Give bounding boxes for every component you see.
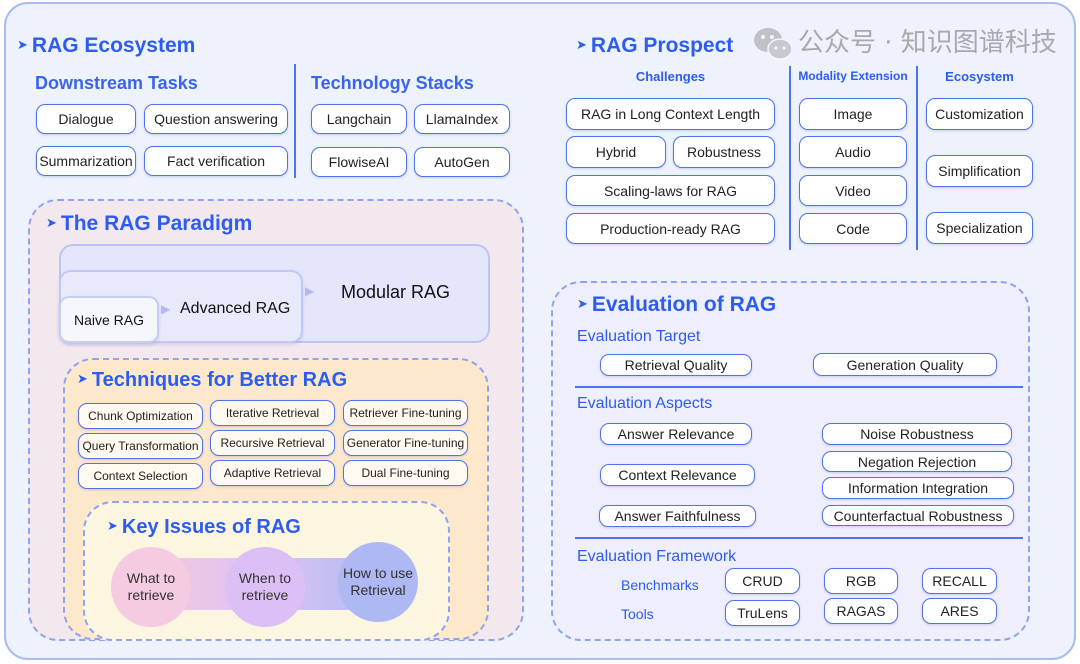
divider (916, 66, 918, 250)
challenge-box: RAG in Long Context Length (566, 98, 775, 130)
benchmark-box: RECALL (922, 568, 997, 594)
modality-box: Code (799, 213, 907, 244)
double-chevron-icon: ➤ (107, 518, 118, 534)
evaluation-title-text: Evaluation of RAG (591, 293, 777, 316)
tool-box: ARES (922, 598, 997, 624)
challenge-box: Scaling-laws for RAG (566, 175, 775, 206)
benchmarks-label: Benchmarks (621, 577, 699, 593)
target-box: Generation Quality (813, 353, 997, 376)
ecosystem-title: ➤RAG Ecosystem (17, 35, 195, 56)
benchmark-box: RGB (824, 568, 898, 594)
challenge-box: Hybrid (566, 136, 666, 168)
tool-box: TruLens (725, 600, 800, 626)
ecosystem-box: Simplification (926, 155, 1033, 187)
aspect-box: Noise Robustness (822, 423, 1012, 445)
modular-rag-label: Modular RAG (341, 282, 451, 302)
stack-box: FlowiseAI (311, 147, 407, 177)
aspect-box: Negation Rejection (822, 451, 1012, 472)
stack-box: AutoGen (414, 147, 510, 177)
paradigm-title: ➤The RAG Paradigm (46, 213, 252, 234)
wechat-logo-icon (752, 26, 794, 62)
aspect-box: Context Relevance (600, 464, 755, 486)
framework-title: Evaluation Framework (577, 548, 737, 565)
watermark: 公众号 · 知识图谱科技 (798, 28, 1057, 58)
technique-box: Adaptive Retrieval (210, 460, 335, 486)
task-box: Summarization (36, 146, 136, 176)
technique-box: Query Transformation (78, 433, 203, 459)
divider (575, 386, 1023, 388)
arrow-icon: ▶ (305, 284, 315, 298)
stacks-title: Technology Stacks (311, 73, 474, 93)
technique-box: Iterative Retrieval (210, 400, 335, 426)
double-chevron-icon: ➤ (17, 36, 28, 52)
techniques-title: ➤Techniques for Better RAG (77, 370, 347, 390)
modality-box: Image (799, 98, 907, 130)
task-box: Dialogue (36, 104, 136, 134)
ecosystem-box: Customization (926, 98, 1033, 130)
key-issues-title: ➤Key Issues of RAG (107, 517, 301, 537)
tools-label: Tools (621, 606, 654, 622)
naive-rag-box: Naive RAG (59, 296, 159, 343)
double-chevron-icon: ➤ (577, 295, 588, 311)
ecosystem-box: Specialization (926, 212, 1033, 244)
double-chevron-icon: ➤ (576, 36, 587, 52)
double-chevron-icon: ➤ (77, 371, 88, 387)
key-issues-title-text: Key Issues of RAG (121, 516, 301, 538)
technique-box: Generator Fine-tuning (343, 430, 468, 456)
technique-box: Retriever Fine-tuning (343, 400, 468, 426)
aspects-title: Evaluation Aspects (577, 395, 713, 412)
modality-box: Video (799, 175, 907, 206)
technique-box: Recursive Retrieval (210, 430, 335, 456)
target-title: Evaluation Target (577, 328, 701, 345)
technique-box: Dual Fine-tuning (343, 460, 468, 486)
aspect-box: Counterfactual Robustness (822, 505, 1014, 526)
aspect-box: Answer Relevance (600, 423, 752, 445)
divider (294, 64, 296, 178)
arrow-icon: ▶ (161, 302, 171, 316)
double-chevron-icon: ➤ (46, 214, 57, 230)
task-box: Fact verification (144, 146, 288, 176)
benchmark-box: CRUD (725, 568, 800, 594)
advanced-rag-label: Advanced RAG (180, 300, 291, 317)
prospect-title: ➤RAG Prospect (576, 35, 733, 56)
aspect-box: Information Integration (822, 477, 1014, 499)
divider (575, 537, 1023, 539)
challenges-title: Challenges (635, 69, 706, 84)
downstream-title: Downstream Tasks (35, 73, 198, 93)
tool-box: RAGAS (824, 598, 898, 624)
challenge-box: Production-ready RAG (566, 213, 775, 244)
challenge-box: Robustness (673, 136, 775, 168)
target-box: Retrieval Quality (600, 354, 752, 376)
paradigm-title-text: The RAG Paradigm (60, 212, 253, 235)
divider (789, 66, 791, 250)
prospect-ecosystem-title: Ecosystem (945, 69, 1014, 84)
technique-box: Chunk Optimization (78, 403, 203, 429)
techniques-title-text: Techniques for Better RAG (91, 369, 348, 391)
ecosystem-title-text: RAG Ecosystem (31, 34, 196, 57)
stack-box: LlamaIndex (414, 104, 510, 134)
technique-box: Context Selection (78, 463, 203, 489)
modality-title: Modality Extension (798, 69, 908, 83)
aspect-box: Answer Faithfulness (599, 505, 756, 527)
stack-box: Langchain (311, 104, 407, 134)
task-box: Question answering (144, 104, 288, 134)
evaluation-title: ➤Evaluation of RAG (577, 294, 776, 315)
modality-box: Audio (799, 136, 907, 168)
prospect-title-text: RAG Prospect (590, 34, 734, 57)
